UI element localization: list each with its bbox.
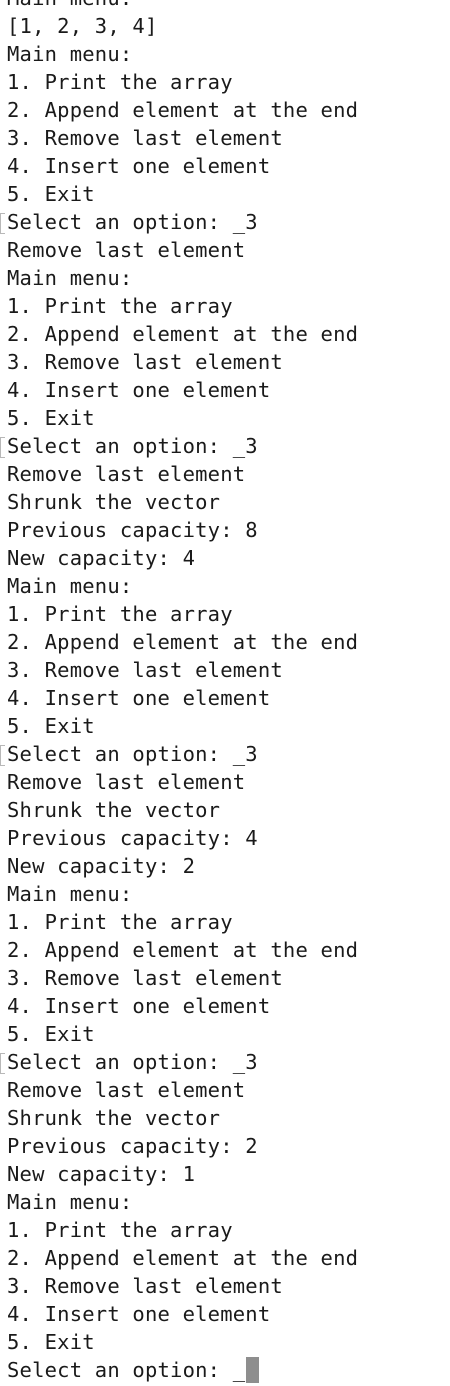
- terminal-line: 1. Print the array: [7, 294, 233, 318]
- terminal-line: [1, 2, 3, 4]: [7, 14, 158, 38]
- terminal-line: 1. Print the array: [7, 910, 233, 934]
- terminal-line: 4. Insert one element: [7, 154, 271, 178]
- terminal-line: Shrunk the vector: [7, 1106, 221, 1130]
- terminal-line: 3. Remove last element: [7, 966, 283, 990]
- terminal-line: 5. Exit: [7, 714, 95, 738]
- terminal-prompt-line[interactable]: Select an option: _: [0, 1356, 450, 1384]
- terminal-line: Main menu:: [0, 0, 450, 12]
- terminal-line: New capacity: 2: [7, 854, 196, 878]
- terminal-line: 4. Insert one element: [7, 994, 271, 1018]
- terminal-line: Previous capacity: 2: [7, 1134, 258, 1158]
- terminal-line: 2. Append element at the end: [7, 630, 359, 654]
- terminal-line: 4. Insert one element: [7, 378, 271, 402]
- terminal-line: Remove last element: [7, 1078, 246, 1102]
- terminal-line: 1. Print the array: [7, 1218, 233, 1242]
- terminal-line: 2. Append element at the end: [7, 1246, 359, 1270]
- terminal-input-line: Select an option: _3: [0, 1048, 450, 1076]
- terminal-line: New capacity: 1: [7, 1162, 196, 1186]
- terminal-line: Previous capacity: 4: [7, 826, 258, 850]
- terminal-input-line: Select an option: _3: [0, 208, 450, 236]
- terminal-line: Shrunk the vector: [7, 798, 221, 822]
- terminal-line: 2. Append element at the end: [7, 322, 359, 346]
- text-cursor[interactable]: [246, 1357, 260, 1383]
- terminal-input-line: Select an option: _3: [0, 740, 450, 768]
- terminal-line: 3. Remove last element: [7, 658, 283, 682]
- terminal-line: 5. Exit: [7, 1330, 95, 1354]
- terminal-line: 5. Exit: [7, 406, 95, 430]
- terminal-line: 4. Insert one element: [7, 686, 271, 710]
- terminal-line: 5. Exit: [7, 1022, 95, 1046]
- terminal-line: New capacity: 4: [7, 546, 196, 570]
- terminal-prompt-text: Select an option: _: [7, 1358, 246, 1382]
- terminal-line: Main menu:: [7, 1190, 133, 1214]
- terminal-line: 3. Remove last element: [7, 126, 283, 150]
- terminal-line: 4. Insert one element: [7, 1302, 271, 1326]
- terminal-line: 1. Print the array: [7, 602, 233, 626]
- terminal-line: Remove last element: [7, 462, 246, 486]
- terminal-line: 5. Exit: [7, 182, 95, 206]
- terminal-lines: Main menu: [1, 2, 3, 4] Main menu: 1. Print…: [0, 0, 450, 1354]
- terminal-line: Main menu:: [7, 266, 133, 290]
- terminal-line: Shrunk the vector: [7, 490, 221, 514]
- terminal-line: Main menu:: [7, 574, 133, 598]
- terminal-line: Main menu:: [7, 42, 133, 66]
- terminal-line: 3. Remove last element: [7, 1274, 283, 1298]
- terminal-line: Main menu:: [7, 882, 133, 906]
- terminal-line: 2. Append element at the end: [7, 938, 359, 962]
- terminal-input-line: Select an option: _3: [0, 432, 450, 460]
- terminal-line: Previous capacity: 8: [7, 518, 258, 542]
- terminal-line: 2. Append element at the end: [7, 98, 359, 122]
- terminal-line: 1. Print the array: [7, 70, 233, 94]
- terminal-line: Remove last element: [7, 238, 246, 262]
- terminal-line: Remove last element: [7, 770, 246, 794]
- terminal-line: 3. Remove last element: [7, 350, 283, 374]
